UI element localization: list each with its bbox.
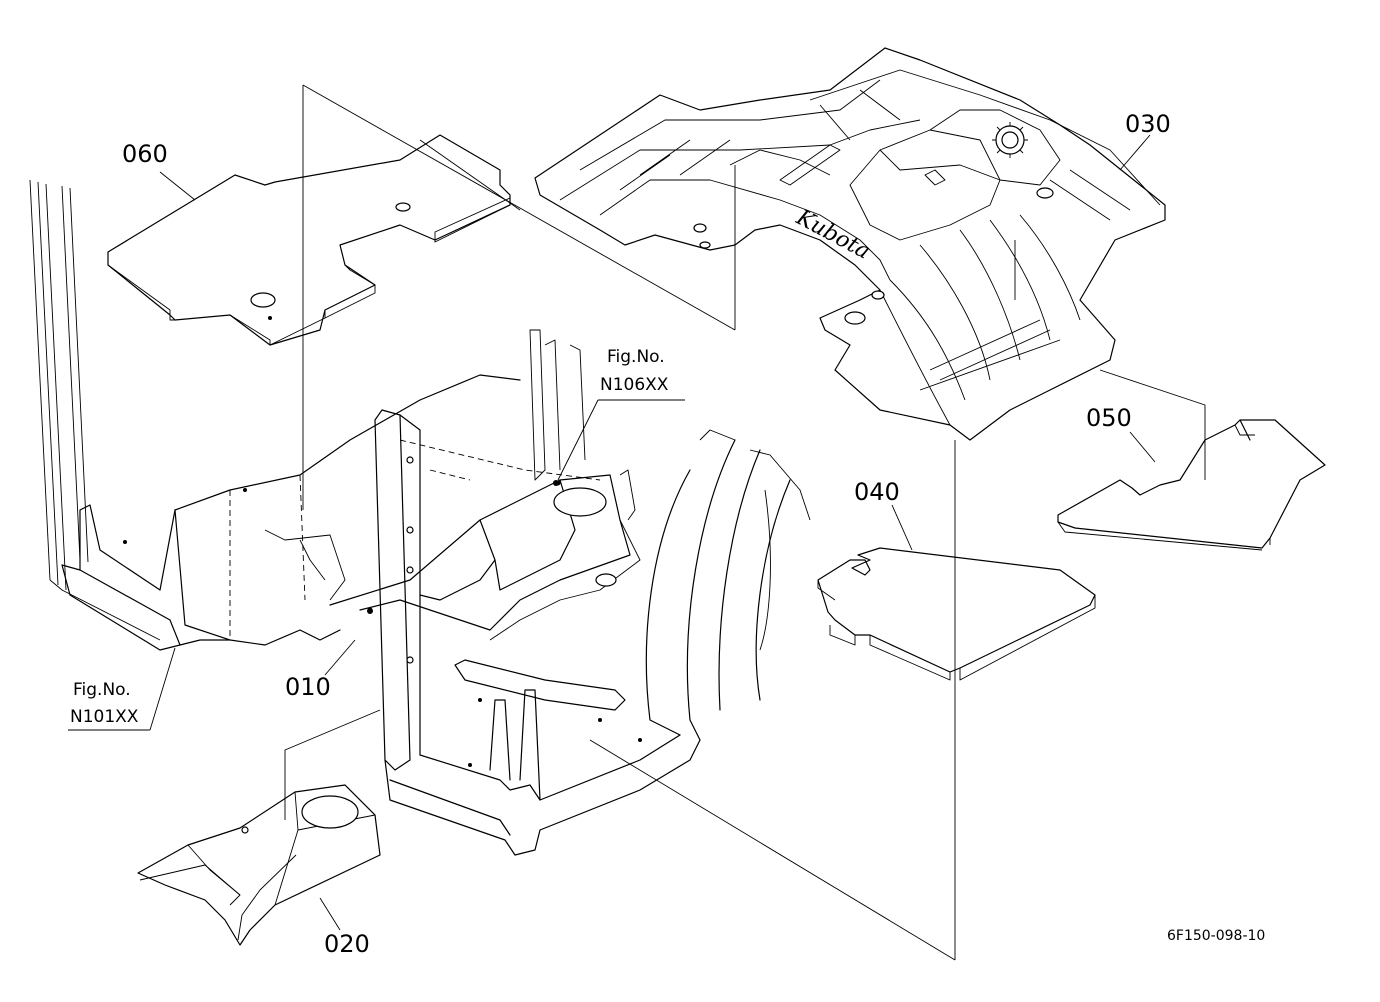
diagram-code: 6F150-098-10 [1167, 928, 1265, 944]
fig-ref-prefix-top: Fig.No. [607, 347, 665, 367]
cabin-floor-frame [61, 374, 601, 651]
left-cabin-pillars [29, 179, 161, 641]
cabin-center-columns [374, 329, 586, 771]
part-label-040: 040 [854, 478, 900, 506]
part-label-020: 020 [324, 930, 370, 958]
part-label-050: 050 [1086, 404, 1132, 432]
part-label-030: 030 [1125, 110, 1171, 138]
part-030-main-floor-mat: Kubota [534, 47, 1166, 441]
cabin-base-frame [384, 659, 701, 856]
fig-ref-prefix-left: Fig.No. [73, 680, 131, 700]
part-label-010: 010 [285, 673, 331, 701]
right-fender-arch [645, 429, 811, 741]
part-060-left-floor-mat [107, 134, 511, 346]
fig-ref-n106xx: N106XX [600, 375, 669, 395]
part-020-cover [137, 784, 381, 946]
center-console-hump [329, 469, 641, 641]
part-050-right-mat [1057, 419, 1326, 551]
label-leaders [68, 134, 1156, 931]
part-label-060: 060 [122, 140, 168, 168]
fig-ref-n101xx: N101XX [70, 707, 139, 727]
part-040-center-mat [817, 547, 1096, 681]
guide-lines [284, 84, 1206, 961]
